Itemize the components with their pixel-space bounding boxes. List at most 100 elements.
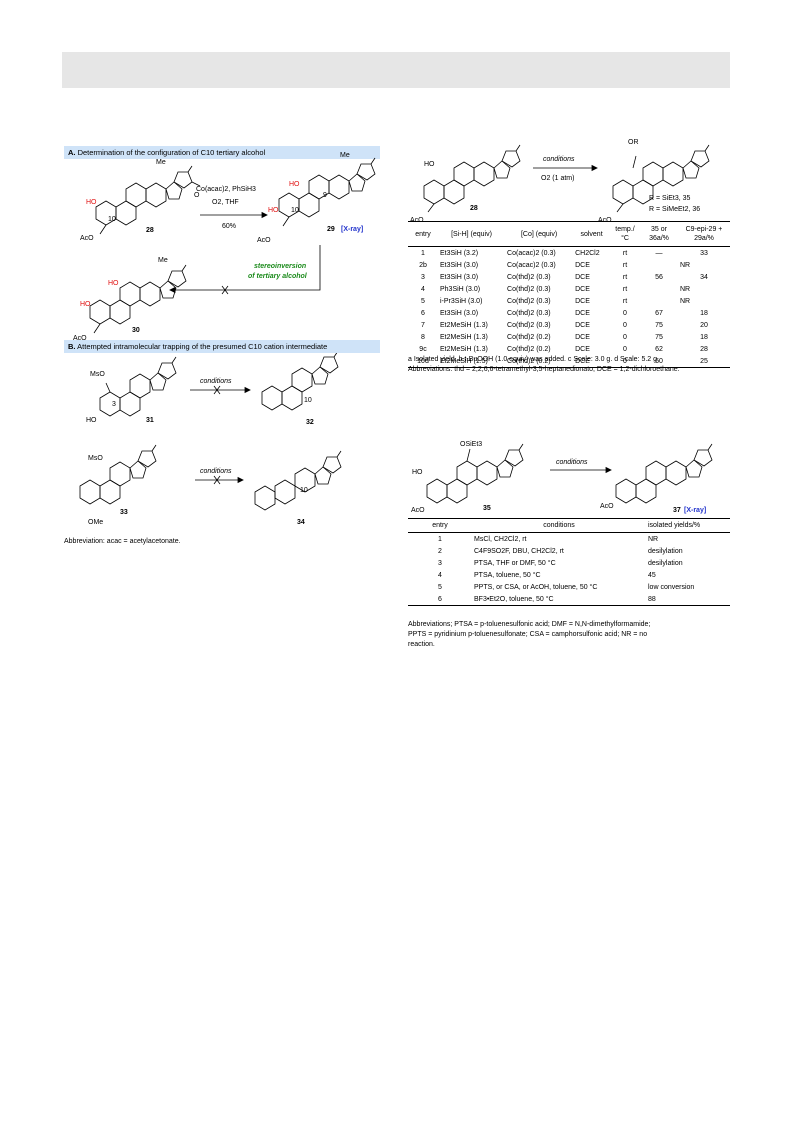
table-2-cell: 2 (438, 547, 442, 555)
table-1-cell: 20 (700, 321, 708, 329)
table-1-cell: 18 (700, 333, 708, 341)
scheme-b-conditions-2: conditions (200, 468, 232, 475)
table-2-cell: PTSA, toluene, 50 °C (474, 571, 541, 579)
scheme-a-c9-29: 9 (323, 192, 327, 199)
compound-31-label: 31 (146, 417, 154, 424)
table-1-cell: 62 (655, 345, 663, 353)
table-2-cell: desilylation (648, 547, 683, 555)
scheme-d-osiet3: OSiEt3 (460, 441, 482, 448)
table-1-cell: 6 (421, 309, 425, 317)
table-2-row: 4 PTSA, toluene, 50 °C 45 (408, 569, 730, 581)
xray-29-label: [X-ray] (341, 226, 363, 233)
table-1-cell: Et3SiH (3.0) (440, 261, 479, 269)
scheme-a-o-28: O (194, 192, 200, 199)
table-2-cell: NR (648, 535, 659, 543)
table-1-cell: Et2MeSiH (1.3) (440, 321, 488, 329)
table-1-cell: rt (622, 285, 628, 293)
scheme-c-conditions: conditions (543, 156, 575, 163)
table-1-cell: 25 (700, 357, 708, 365)
table-1-cell: 3 (421, 273, 425, 281)
table-1-cell: DCE (575, 297, 590, 305)
table-2-header-row: entry conditions isolated yields/% (408, 518, 730, 533)
compound-33-label: 33 (120, 509, 128, 516)
table-1-header-row: entry [Si-H] (equiv) [Co] (equiv) solven… (408, 221, 730, 247)
table-1-cell: Co(thd)2 (0.3) (507, 321, 551, 329)
scheme-c-aco-35: AcO (598, 217, 612, 224)
scheme-a-ho-29b: HO (268, 207, 279, 214)
table-1-cell: Co(thd)2 (0.2) (507, 345, 551, 353)
table-2-header: conditions (543, 522, 575, 529)
table-2-cell: PPTS, or CSA, or AcOH, toluene, 50 °C (474, 583, 598, 591)
table-2-cell: 5 (438, 583, 442, 591)
page-header-bar (62, 52, 730, 88)
scheme-c-or: OR (628, 139, 639, 146)
compound-29-label: 29 (327, 226, 335, 233)
table-1-cell: 0 (623, 357, 627, 365)
table-1-cell: Co(thd)2 (0.2) (507, 357, 551, 365)
scheme-a-c10-29: 10 (291, 207, 299, 214)
table-1-cell: 10d (417, 357, 429, 365)
compound-32-label: 32 (306, 419, 314, 426)
table-1-cell: Co(acac)2 (0.3) (507, 249, 556, 257)
table-1-cell: rt (622, 261, 628, 269)
scheme-b-c10-32: 10 (304, 397, 312, 404)
table-1-cell: Et2MeSiH (1.3) (440, 345, 488, 353)
table-1-cell: Et2MeSiH (1.5) (440, 357, 488, 365)
table-2-header: entry (432, 522, 448, 529)
table-1-cell: 60 (655, 357, 663, 365)
table-1-cell: Ph3SiH (3.0) (440, 285, 481, 293)
table-2-cell: 3 (438, 559, 442, 567)
scheme-a-aco-29: AcO (257, 237, 271, 244)
table-1-cell: DCE (575, 261, 590, 269)
compound-34-label: 34 (297, 519, 305, 526)
table-1-cell: DCE (575, 309, 590, 317)
table-1-cell: 0 (623, 321, 627, 329)
table-1-cell: 0 (623, 309, 627, 317)
xray-37-label: [X-ray] (684, 507, 706, 514)
scheme-b-mso-33: MsO (88, 455, 103, 462)
table-2-cell: 1 (438, 535, 442, 543)
table-1-cell: 56 (655, 273, 663, 281)
table-1-header: 35 or 36a/% (649, 226, 669, 242)
table-1-cell: 0 (623, 333, 627, 341)
scheme-a-reagents-2: O2, THF (212, 199, 239, 206)
scheme-a-me-29: Me (340, 152, 350, 159)
table-2-cell: 88 (648, 595, 656, 603)
table-1-cell: rt (622, 249, 628, 257)
table-2-cell: C4F9SO2F, DBU, CH2Cl2, rt (474, 547, 564, 555)
section-a-header: A. Determination of the configuration of… (64, 146, 380, 159)
table-2-cell: 45 (648, 571, 656, 579)
table-1-note-1: a Isolated yield. b t-BuOOH (1.0 equiv) … (408, 356, 659, 363)
scheme-a-ho-30b: HO (80, 301, 91, 308)
table-1-cell: rt (622, 273, 628, 281)
table-1-cell: NR (679, 285, 691, 293)
table-1-cell: 18 (700, 309, 708, 317)
table-2-cell: 4 (438, 571, 442, 579)
table-2-header: isolated yields/% (648, 522, 701, 529)
table-1-header: entry (415, 230, 431, 238)
compound-30-label: 30 (132, 327, 140, 334)
scheme-d-aco-35: AcO (411, 507, 425, 514)
table-1-cell: Co(thd)2 (0.3) (507, 273, 551, 281)
table-1-cell: 28 (700, 345, 708, 353)
scheme-d-aco-37: AcO (600, 503, 614, 510)
table-1-cell: 9c (419, 345, 427, 353)
table-1-cell: CH2Cl2 (575, 249, 600, 257)
table-1-cell: rt (622, 297, 628, 305)
table-1-cell: 34 (700, 273, 708, 281)
table-2-cell: BF3•Et2O, toluene, 50 °C (474, 595, 554, 603)
scheme-a-me-28: Me (156, 159, 166, 166)
scheme-a-aco-28: AcO (80, 235, 94, 242)
table-1-cell: 7 (421, 321, 425, 329)
scheme-c-r-line-1: R = SiEt3, 35 (649, 195, 691, 202)
table-2-note-line-2: PPTS = pyridinium p-toluenesulfonate; CS… (408, 631, 648, 638)
scheme-c-r-line-2: R = SiMeEt2, 36 (649, 206, 700, 213)
